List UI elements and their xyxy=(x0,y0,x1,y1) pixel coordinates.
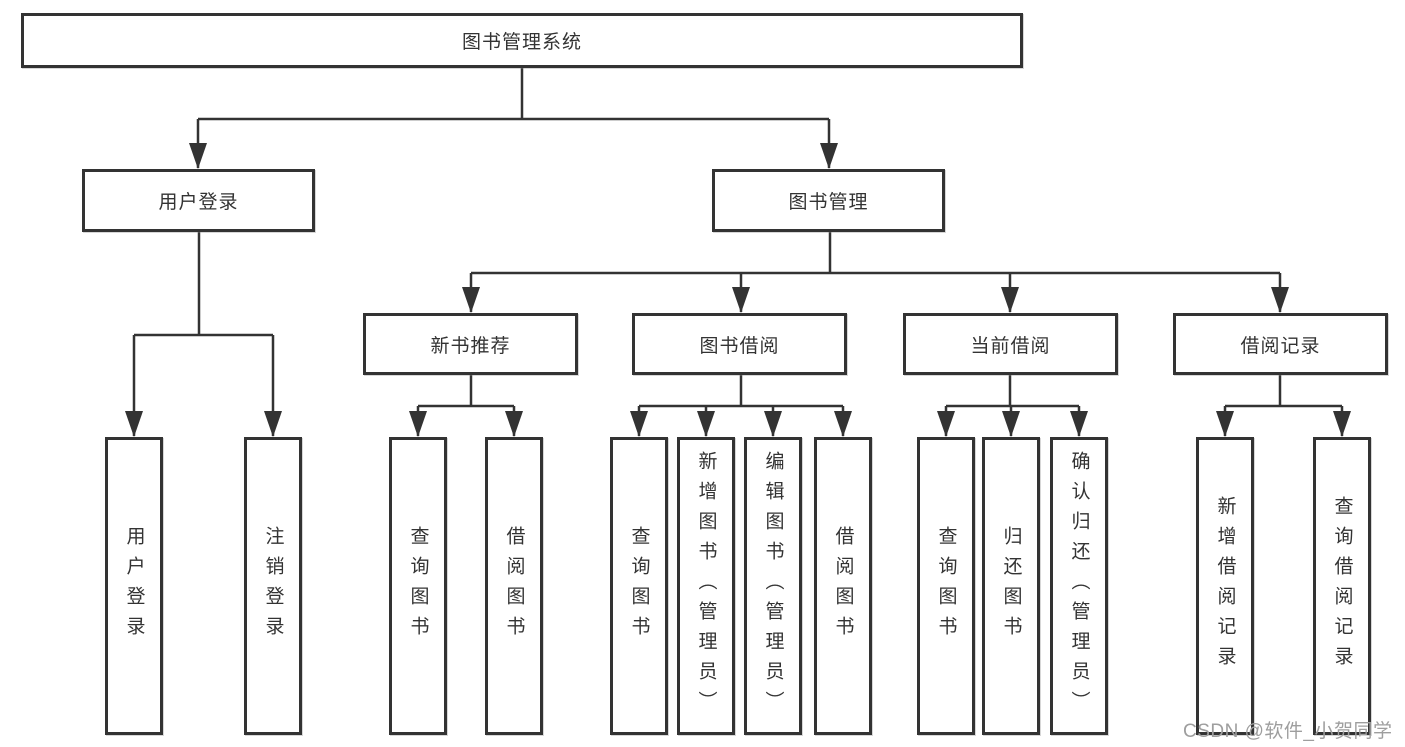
leaf-edit-books-admin: 编辑图书（管理员） xyxy=(744,437,802,735)
leaf-confirm-return-admin-label: 确认归还（管理员） xyxy=(1068,451,1090,721)
leaf-user-login: 用户登录 xyxy=(105,437,163,735)
leaf-query-books-borrow-label: 查询图书 xyxy=(628,526,650,646)
leaf-add-books-admin: 新增图书（管理员） xyxy=(677,437,735,735)
leaf-add-borrow-record-label: 新增借阅记录 xyxy=(1214,496,1236,676)
leaf-confirm-return-admin: 确认归还（管理员） xyxy=(1050,437,1108,735)
leaf-borrow-books-label: 借阅图书 xyxy=(832,526,854,646)
leaf-user-login-label: 用户登录 xyxy=(123,526,145,646)
connector-trunks xyxy=(134,68,1342,408)
leaf-query-books-recommend-label: 查询图书 xyxy=(407,526,429,646)
leaf-edit-books-admin-label: 编辑图书（管理员） xyxy=(762,451,784,721)
leaf-logout: 注销登录 xyxy=(244,437,302,735)
leaf-return-books-label: 归还图书 xyxy=(1000,526,1022,646)
node-book-borrow: 图书借阅 xyxy=(632,313,847,375)
leaf-query-books-current: 查询图书 xyxy=(917,437,975,735)
leaf-return-books: 归还图书 xyxy=(982,437,1040,735)
node-current-borrow: 当前借阅 xyxy=(903,313,1118,375)
connector-arrows xyxy=(125,119,1351,437)
node-root-system: 图书管理系统 xyxy=(21,13,1023,68)
leaf-borrow-books-recommend-label: 借阅图书 xyxy=(503,526,525,646)
leaf-query-books-current-label: 查询图书 xyxy=(935,526,957,646)
leaf-query-borrow-record-label: 查询借阅记录 xyxy=(1331,496,1353,676)
leaf-logout-label: 注销登录 xyxy=(262,526,284,646)
leaf-borrow-books: 借阅图书 xyxy=(814,437,872,735)
node-new-book-recommend: 新书推荐 xyxy=(363,313,578,375)
leaf-borrow-books-recommend: 借阅图书 xyxy=(485,437,543,735)
node-book-management: 图书管理 xyxy=(712,169,945,232)
node-borrow-records: 借阅记录 xyxy=(1173,313,1388,375)
watermark-text: CSDN @软件_小贺同学 xyxy=(1183,721,1393,742)
node-user-login: 用户登录 xyxy=(82,169,315,232)
leaf-query-books-borrow: 查询图书 xyxy=(610,437,668,735)
leaf-query-books-recommend: 查询图书 xyxy=(389,437,447,735)
leaf-add-books-admin-label: 新增图书（管理员） xyxy=(695,451,717,721)
leaf-add-borrow-record: 新增借阅记录 xyxy=(1196,437,1254,735)
leaf-query-borrow-record: 查询借阅记录 xyxy=(1313,437,1371,735)
